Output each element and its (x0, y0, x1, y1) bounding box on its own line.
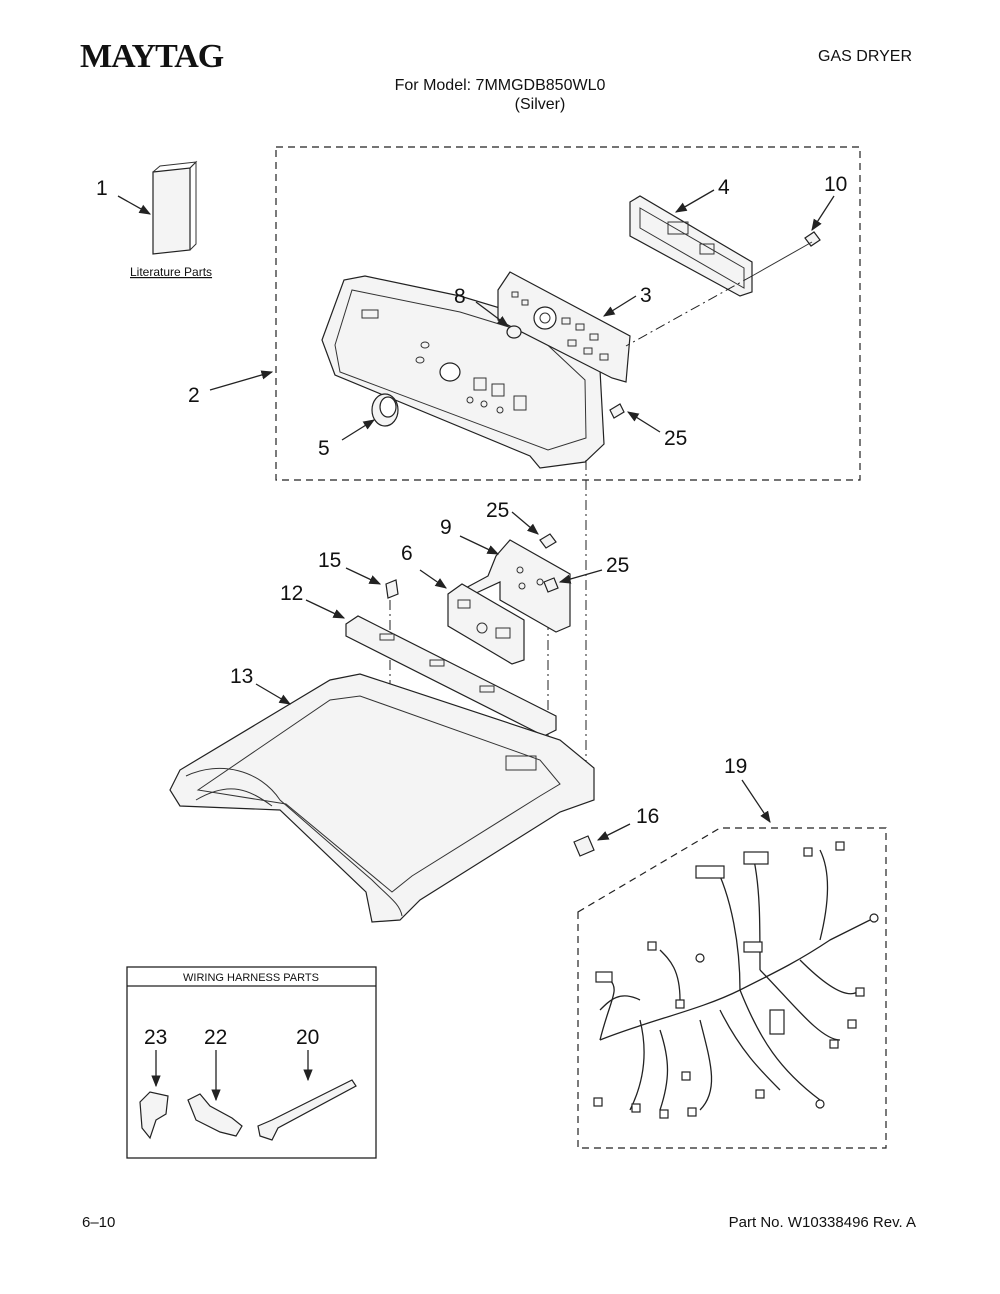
model-heading: For Model: 7MMGDB850WL0 (Silver) (0, 76, 1000, 114)
maytag-logo: MAYTAG (80, 38, 224, 75)
callout-10: 10 (824, 173, 847, 196)
wiring-harness-part (593, 841, 879, 1119)
callout-19: 19 (724, 755, 747, 778)
literature-booklet-part (152, 160, 198, 255)
terminal-22-part (187, 1093, 243, 1137)
callout-25-bracket-top: 25 (486, 499, 509, 522)
callout-12: 12 (280, 582, 303, 605)
callout-25-bracket-side: 25 (606, 554, 629, 577)
user-interface-board-part (497, 271, 631, 383)
callout-22: 22 (204, 1026, 227, 1049)
callout-20: 20 (296, 1026, 319, 1049)
screw-part (751, 231, 821, 277)
callout-13: 13 (230, 665, 253, 688)
callout-5: 5 (318, 437, 330, 460)
wiring-harness-boundary (577, 827, 887, 1149)
model-line: For Model: 7MMGDB850WL0 (394, 77, 606, 94)
clip-23-part (139, 1091, 169, 1140)
callout-leaders (117, 189, 835, 1102)
callout-1: 1 (96, 177, 108, 200)
console-assembly-boundary (275, 146, 861, 481)
callout-6: 6 (401, 542, 413, 565)
page-number: 6–10 (82, 1214, 116, 1231)
callout-2: 2 (188, 384, 200, 407)
console-screw-part (609, 403, 625, 419)
tie-20-part (257, 1079, 357, 1141)
callout-4: 4 (718, 176, 730, 199)
callout-3: 3 (640, 284, 652, 307)
callout-15: 15 (318, 549, 341, 572)
callout-16: 16 (636, 805, 659, 828)
callout-23: 23 (144, 1026, 167, 1049)
part-number: Part No. W10338496 Rev. A (728, 1214, 916, 1231)
document-type: GAS DRYER (818, 48, 912, 65)
callout-8: 8 (454, 285, 466, 308)
model-variant: (Silver) (514, 96, 566, 113)
callout-9: 9 (440, 516, 452, 539)
control-bracket-part (460, 539, 571, 633)
literature-parts-label: Literature Parts (130, 265, 212, 279)
electronic-control-part (447, 583, 525, 665)
spring-coupler-part (506, 325, 522, 339)
wiring-harness-parts-title: WIRING HARNESS PARTS (183, 972, 319, 984)
dryer-top-panel-part (169, 673, 595, 923)
wiring-harness-parts-box (126, 966, 377, 1159)
bracket-screw-part (539, 533, 559, 593)
callout-25-console: 25 (664, 427, 687, 450)
screw-15-part (385, 579, 399, 599)
control-knob-part (371, 393, 399, 427)
console-trim-strip-part (345, 615, 557, 737)
assembly-line-bracket (625, 275, 753, 347)
connector-16-part (573, 835, 595, 857)
mounting-bracket-part (629, 195, 753, 297)
